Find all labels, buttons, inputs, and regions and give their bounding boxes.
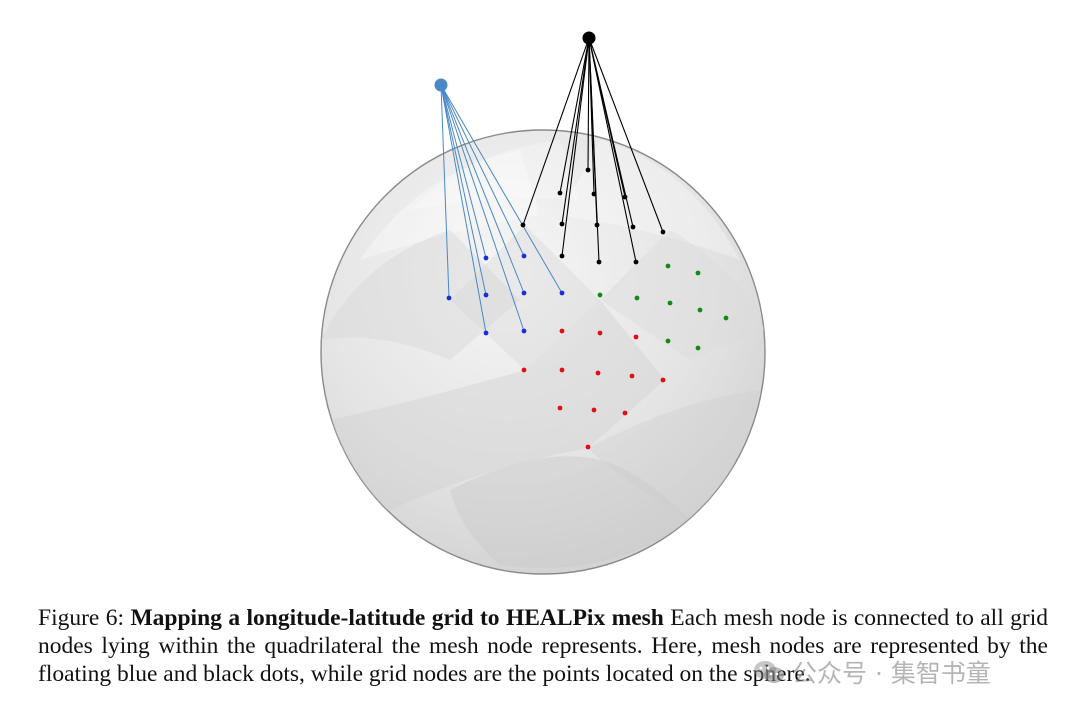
green-grid-nodes bbox=[597, 263, 729, 351]
grid-node bbox=[585, 444, 591, 450]
grid-node bbox=[594, 222, 600, 228]
grid-node bbox=[597, 330, 603, 336]
figure-caption: Figure 6: Mapping a longitude-latitude g… bbox=[38, 604, 1048, 688]
connection-line bbox=[588, 37, 637, 263]
blue-grid-nodes bbox=[446, 253, 565, 336]
connection-line bbox=[440, 84, 525, 332]
caption-body: Each mesh node is connected to all grid … bbox=[38, 605, 1049, 687]
facet-left-band bbox=[321, 230, 520, 360]
blue-mesh-connections bbox=[440, 84, 563, 334]
grid-node bbox=[559, 253, 565, 259]
grid-node bbox=[622, 410, 628, 416]
grid-node bbox=[597, 292, 603, 298]
grid-node bbox=[520, 222, 526, 228]
grid-node bbox=[660, 377, 666, 383]
grid-node bbox=[660, 229, 666, 235]
facet-red-quad bbox=[525, 300, 665, 448]
grid-node bbox=[697, 307, 703, 313]
grid-node bbox=[521, 328, 527, 334]
grid-node bbox=[557, 405, 563, 411]
grid-node bbox=[667, 300, 673, 306]
grid-node bbox=[633, 259, 639, 265]
connection-line bbox=[559, 37, 590, 194]
red-grid-nodes bbox=[521, 328, 666, 450]
caption-prefix: Figure 6: bbox=[38, 605, 125, 631]
grid-node bbox=[630, 224, 636, 230]
black-mesh-node bbox=[582, 31, 596, 45]
connection-line bbox=[440, 84, 487, 259]
grid-node bbox=[665, 263, 671, 269]
grid-node bbox=[591, 191, 597, 197]
grid-node bbox=[559, 290, 565, 296]
connection-line bbox=[440, 84, 525, 257]
facet-lower-right bbox=[588, 390, 760, 520]
grid-node bbox=[622, 194, 628, 200]
blue-mesh-node bbox=[434, 78, 448, 92]
connection-line bbox=[440, 84, 563, 294]
facet-upper-right bbox=[560, 140, 740, 260]
connection-line bbox=[561, 37, 590, 225]
grid-node bbox=[695, 345, 701, 351]
connection-line bbox=[522, 37, 590, 226]
grid-node bbox=[596, 259, 602, 265]
facet-right bbox=[600, 230, 765, 360]
connection-line bbox=[440, 84, 487, 296]
connection-line bbox=[588, 37, 664, 233]
grid-node bbox=[591, 407, 597, 413]
grid-node bbox=[595, 370, 601, 376]
connection-line bbox=[440, 84, 487, 334]
facet-bottom bbox=[450, 456, 690, 568]
caption-title: Mapping a longitude-latitude grid to HEA… bbox=[130, 605, 664, 631]
grid-node bbox=[521, 367, 527, 373]
black-grid-nodes bbox=[520, 167, 666, 265]
grid-node bbox=[483, 330, 489, 336]
grid-node bbox=[521, 290, 527, 296]
grid-node bbox=[585, 167, 591, 173]
grid-node bbox=[559, 367, 565, 373]
grid-node bbox=[559, 328, 565, 334]
grid-node bbox=[483, 292, 489, 298]
grid-node bbox=[695, 270, 701, 276]
grid-node bbox=[723, 315, 729, 321]
grid-node bbox=[446, 295, 452, 301]
grid-node bbox=[633, 334, 639, 340]
connection-line bbox=[440, 84, 525, 294]
connection-line bbox=[561, 37, 590, 257]
connection-line bbox=[587, 37, 590, 171]
grid-node bbox=[665, 338, 671, 344]
healpix-diagram bbox=[320, 31, 766, 575]
facet-upper-highlight bbox=[410, 140, 580, 210]
connection-line bbox=[440, 84, 450, 299]
facet-lower-left bbox=[330, 370, 588, 520]
grid-node bbox=[559, 221, 565, 227]
sphere bbox=[320, 129, 766, 575]
grid-node bbox=[629, 373, 635, 379]
grid-node bbox=[634, 295, 640, 301]
grid-node bbox=[483, 255, 489, 261]
grid-node bbox=[521, 253, 527, 259]
black-mesh-connections bbox=[522, 37, 664, 263]
healpix-facets bbox=[321, 140, 765, 568]
grid-node bbox=[557, 190, 563, 196]
